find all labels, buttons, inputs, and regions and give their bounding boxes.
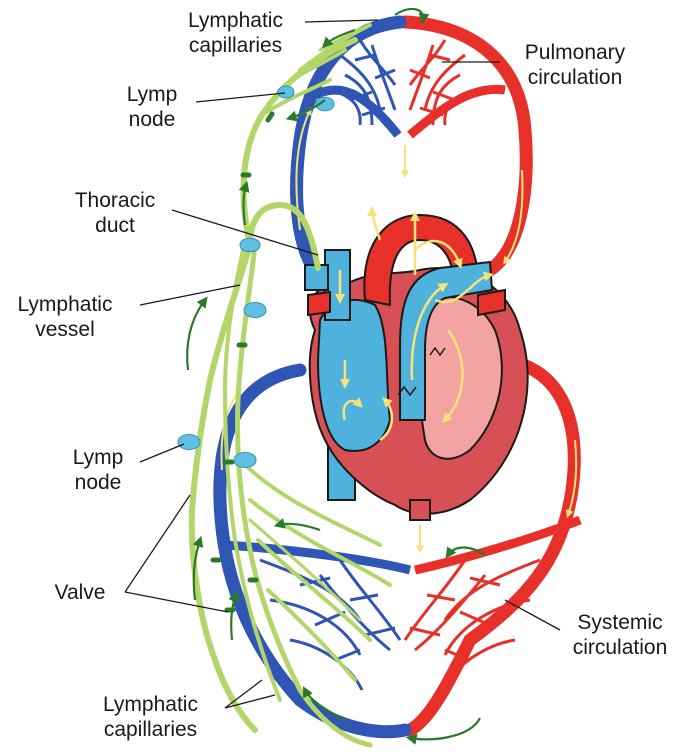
label-lymphatic-capillaries-bottom: Lymphatic capillaries xyxy=(103,693,198,741)
label-lymp-node-bottom: Lymp node xyxy=(72,446,124,494)
heart-blood-flow xyxy=(335,206,494,442)
leader-lines xyxy=(124,19,561,709)
pulmonary-capillary-bed xyxy=(329,39,476,126)
label-systemic-circulation: Systemic circulation xyxy=(572,611,668,659)
lymphatic-vessel-main xyxy=(188,242,258,733)
heart xyxy=(304,206,529,521)
pulmonary-vein-red xyxy=(398,15,533,277)
label-valve: Valve xyxy=(54,581,106,604)
label-lymp-node-top: Lymp node xyxy=(126,83,178,131)
flow-arrow-icon xyxy=(186,7,486,745)
label-pulmonary-circulation: Pulmonary circulation xyxy=(524,41,626,89)
valve-icon xyxy=(210,111,275,613)
label-thoracic-duct: Thoracic duct xyxy=(74,189,156,237)
label-lymphatic-vessel: Lymphatic vessel xyxy=(17,293,113,341)
lymph-node-icon xyxy=(177,85,335,468)
label-lymphatic-capillaries-top: Lymphatic capillaries xyxy=(188,9,283,57)
thoracic-duct xyxy=(247,201,321,271)
right-heart-chambers xyxy=(316,299,392,452)
